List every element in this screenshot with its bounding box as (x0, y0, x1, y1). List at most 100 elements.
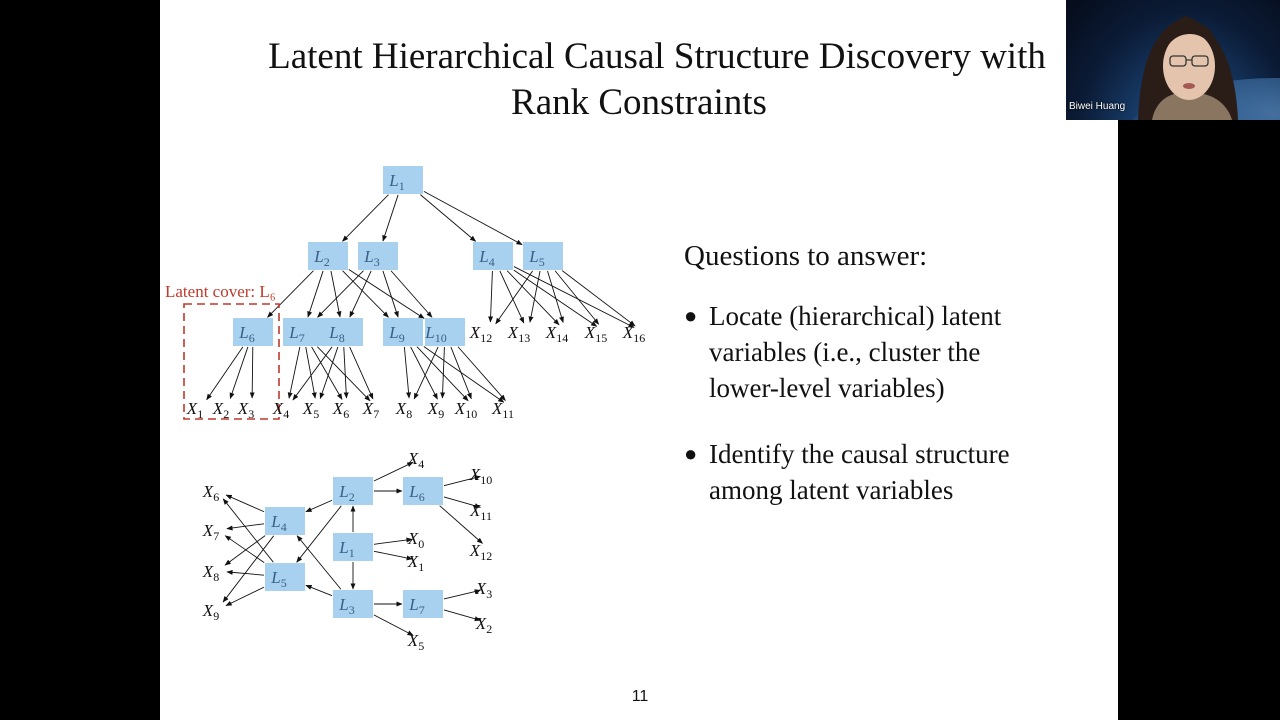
bullet-1-line-3: lower-level variables) (709, 373, 945, 403)
edge-L9-X10 (416, 346, 469, 402)
page-number: 11 (631, 688, 649, 705)
d1-node-l6: L6 (233, 318, 273, 346)
bullet-dot-icon: ● (684, 303, 698, 328)
d1-node-x4: X4 (272, 399, 289, 421)
svg-text:X7: X7 (202, 521, 219, 543)
svg-text:X12: X12 (469, 541, 492, 563)
svg-text:X4: X4 (407, 449, 424, 471)
svg-text:X12: X12 (469, 323, 492, 345)
svg-text:X2: X2 (212, 399, 229, 421)
latent-cover-label: Latent cover: L₆ (165, 282, 276, 301)
edge-L2-X4 (373, 461, 414, 482)
edge-L4-X9 (222, 535, 275, 603)
edge-L10-X9 (440, 346, 446, 399)
edge-L9-X9 (410, 346, 438, 400)
edge-L5-X14 (547, 270, 564, 324)
edge-L4-X6 (225, 494, 265, 513)
edge-L2-L4 (305, 499, 333, 513)
svg-text:X0: X0 (407, 529, 424, 551)
d2-node-l3: L3 (333, 590, 373, 618)
edge-L3-L4 (296, 535, 342, 590)
d1-node-l2: L2 (308, 242, 348, 270)
edge-L10-X8 (413, 346, 439, 400)
svg-text:X16: X16 (622, 323, 645, 345)
svg-text:X6: X6 (332, 399, 349, 421)
d2-node-l6: L6 (403, 477, 443, 505)
bullet-item: ● Locate (hierarchical) latent variables… (684, 298, 1104, 406)
edge-L2-L7 (307, 270, 324, 318)
svg-text:X2: X2 (475, 614, 492, 636)
edge-L2-L6 (267, 270, 314, 318)
d2-node-x3: X3 (475, 579, 492, 601)
svg-text:X3: X3 (475, 579, 492, 601)
svg-text:X10: X10 (469, 465, 492, 487)
edge-L4-X12 (488, 270, 494, 323)
d1-node-l10: L10 (424, 318, 465, 346)
d2-node-x2: X2 (475, 614, 492, 636)
edge-L7-X6 (311, 346, 343, 400)
d1-node-x16: X16 (622, 323, 645, 345)
svg-text:X11: X11 (491, 399, 514, 421)
d1-node-x5: X5 (302, 399, 319, 421)
slide-title: Latent Hierarchical Causal Structure Dis… (160, 34, 1118, 126)
edge-L3-L9 (382, 270, 399, 318)
edge-L3-L8 (349, 270, 372, 318)
edge-L6-X3 (249, 346, 255, 399)
edge-L5-X9 (225, 586, 265, 607)
bullet-2-line-2: among latent variables (709, 475, 954, 505)
d2-node-x4: X4 (407, 449, 424, 471)
d2-node-x1: X1 (407, 552, 424, 574)
edge-L5-X15 (554, 270, 600, 325)
edge-L2-L8 (330, 270, 342, 318)
diagram2-edges (222, 461, 483, 636)
edge-L3-L5 (305, 584, 333, 597)
edge-L5-X8 (226, 569, 265, 576)
d2-node-x0: X0 (407, 529, 424, 551)
d1-node-x14: X14 (545, 323, 568, 345)
svg-text:X3: X3 (237, 399, 254, 421)
svg-text:X7: X7 (362, 399, 379, 421)
d1-node-x11: X11 (491, 399, 514, 421)
edge-L8-X7 (349, 346, 374, 400)
edge-L8-X6 (343, 346, 349, 399)
edge-L3-X5 (373, 614, 414, 636)
svg-text:X9: X9 (427, 399, 444, 421)
edge-L1-X0 (373, 537, 413, 545)
edge-L5-X16 (561, 270, 636, 327)
d1-node-l8: L8 (323, 318, 363, 346)
d1-node-x1: X1 (186, 399, 203, 421)
diagram1-edges (206, 190, 636, 403)
d1-node-x13: X13 (507, 323, 530, 345)
edge-L3-L7 (317, 270, 364, 318)
edge-L6-X2 (229, 346, 249, 400)
d1-node-x7: X7 (362, 399, 379, 421)
bullet-item: ● Identify the causal structure among la… (684, 436, 1104, 508)
d1-node-x3: X3 (237, 399, 254, 421)
bullet-1-line-2: variables (i.e., cluster the (709, 337, 981, 367)
d2-node-x10: X10 (469, 465, 492, 487)
svg-text:X8: X8 (395, 399, 412, 421)
title-line-2: Rank Constraints (511, 82, 767, 123)
edge-L4-X13 (499, 270, 525, 324)
edge-L1-L5 (423, 190, 523, 246)
d1-node-x9: X9 (427, 399, 444, 421)
edge-L4-X8 (224, 535, 266, 566)
speaker-video-tile[interactable]: Biwei Huang (1066, 0, 1280, 120)
questions-panel: Questions to answer: ● Locate (hierarchi… (684, 236, 1104, 538)
d1-node-l5: L5 (523, 242, 563, 270)
d1-node-l4: L4 (473, 242, 513, 270)
edge-L9-X8 (403, 346, 412, 399)
d1-node-x6: X6 (332, 399, 349, 421)
d1-node-x10: X10 (454, 399, 477, 421)
d2-node-x5: X5 (407, 631, 424, 653)
edge-L10-X10 (450, 346, 472, 400)
svg-text:X10: X10 (454, 399, 477, 421)
d1-node-l1: L1 (383, 166, 423, 194)
d2-node-l4: L4 (265, 507, 305, 535)
edge-L1-L4 (420, 194, 477, 242)
edge-L8-X4 (292, 346, 333, 401)
d2-node-x12: X12 (469, 541, 492, 563)
slide: Latent Hierarchical Causal Structure Dis… (160, 0, 1118, 720)
d2-node-x9: X9 (202, 601, 219, 623)
diagram2-nodes: L1L2L3L4L5L6L7X0X1X2X3X4X5X6X7X8X9X10X11… (202, 449, 492, 653)
